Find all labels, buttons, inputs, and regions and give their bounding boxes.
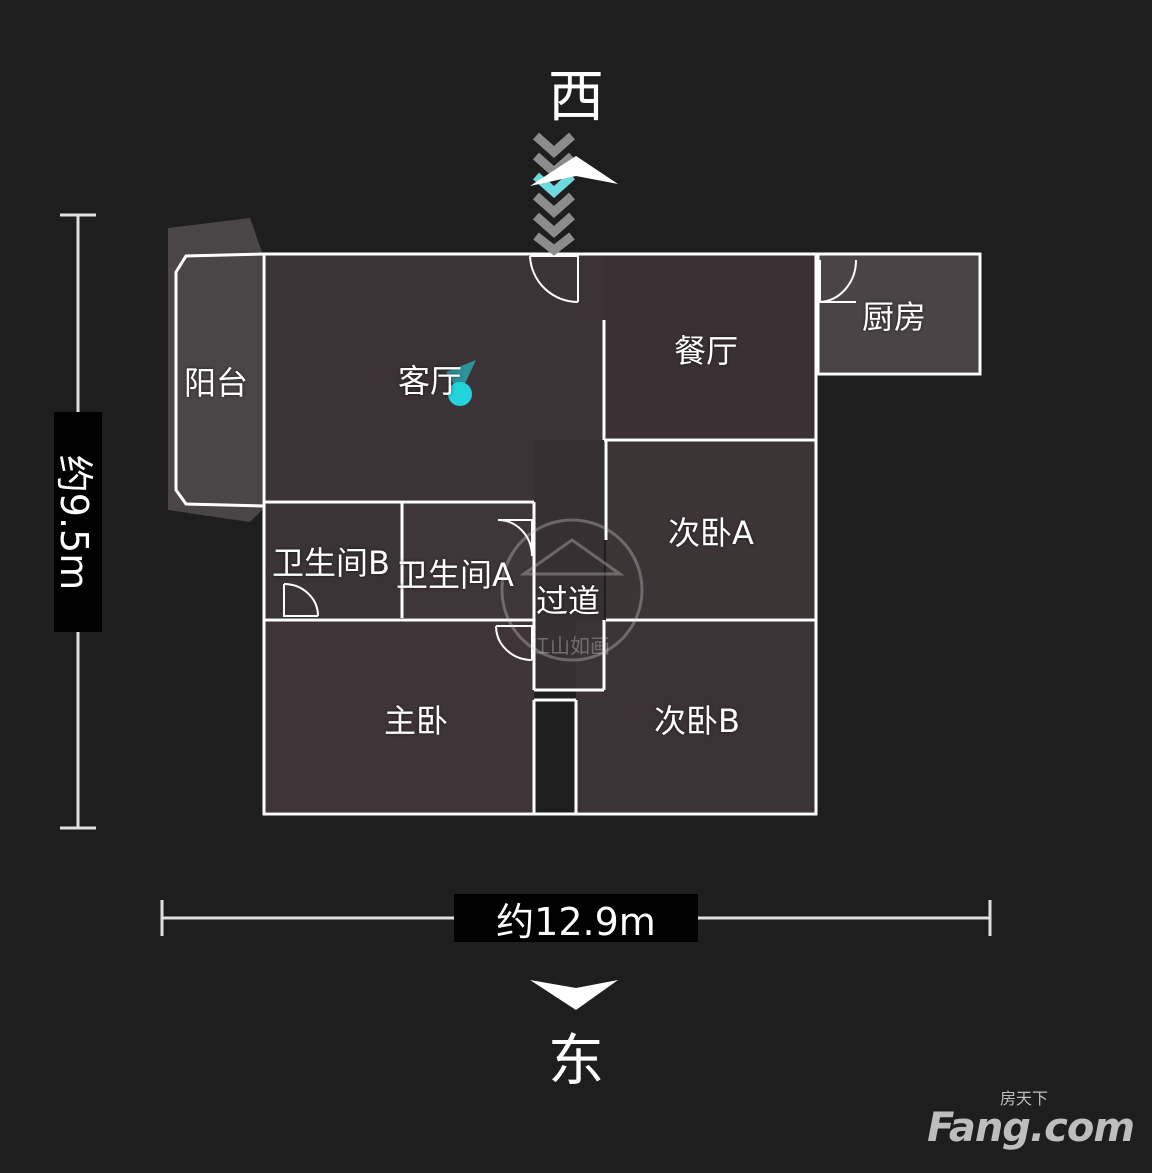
dimension-height-label: 约9.5m	[53, 412, 102, 632]
bed-b-floor	[576, 620, 816, 812]
door-bath-a	[497, 519, 533, 557]
bath-b-floor	[264, 502, 402, 618]
watermark-circle	[500, 518, 644, 662]
room-master-label: 主卧	[384, 702, 449, 740]
master-floor	[264, 620, 534, 812]
bed-a-floor	[606, 440, 816, 618]
dimension-height-text: 约9.5m	[52, 454, 97, 590]
room-kitchen-label: 厨房	[862, 298, 927, 336]
south-pointer-icon	[530, 980, 618, 1010]
entry-chevrons	[533, 132, 575, 256]
room-balcony-label: 阳台	[184, 364, 249, 402]
outer-wall	[262, 252, 818, 816]
center-watermark-text: 江山如画	[530, 634, 610, 658]
north-pointer-icon	[530, 156, 618, 186]
watermark-house-icon	[519, 538, 625, 576]
kitchen-floor	[818, 254, 980, 372]
room-corridor-label: 过道	[536, 582, 601, 620]
balcony-wall	[174, 252, 265, 508]
walls	[174, 252, 982, 816]
view-cone-icon	[446, 360, 476, 394]
room-bed-a-label: 次卧A	[668, 514, 754, 552]
watermark-brand: Fang.com	[927, 1105, 1135, 1151]
door-entry	[529, 255, 579, 304]
watermark-chinese: 房天下	[999, 1089, 1048, 1108]
room-living-label: 客厅	[398, 362, 463, 400]
kitchen-wall	[816, 252, 982, 376]
chevron-icon	[533, 232, 575, 256]
compass-south-label: 东	[548, 1029, 604, 1094]
center-watermark	[500, 518, 644, 662]
doors	[283, 255, 858, 661]
balcony-floor	[168, 218, 262, 522]
compass-north-label: 西	[548, 65, 604, 130]
bath-a-floor	[402, 502, 534, 618]
room-bed-b-label: 次卧B	[654, 702, 740, 740]
door-bath-b	[283, 583, 319, 617]
door-master	[495, 625, 533, 661]
chevron-icon	[533, 192, 575, 219]
position-marker	[446, 360, 476, 406]
room-dining-label: 餐厅	[674, 332, 739, 370]
location-dot-icon	[448, 382, 472, 406]
dining-floor	[604, 254, 816, 438]
door-kitchen	[819, 259, 858, 303]
chevron-icon	[533, 212, 575, 239]
chevron-icon	[533, 132, 575, 159]
dimension-width-label: 约12.9m	[454, 894, 698, 944]
room-bath-a-label: 卫生间A	[396, 556, 514, 594]
room-floors	[168, 218, 980, 812]
room-bath-b-label: 卫生间B	[272, 544, 390, 582]
